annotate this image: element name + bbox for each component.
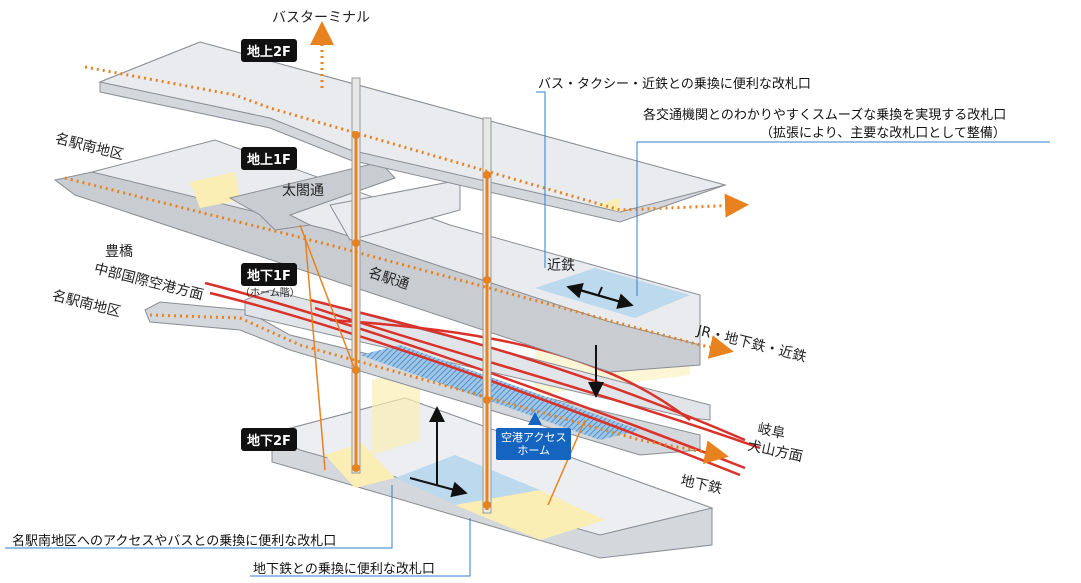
floor-tag-1f: 地上1F (241, 147, 297, 170)
label-taikou-dori: 太閤通 (282, 183, 324, 199)
airport-marker (528, 412, 542, 425)
orange-leaders (299, 224, 586, 506)
pedestrian-routes (64, 21, 749, 465)
floor-tag-b2: 地下2F (241, 428, 297, 451)
floor-tag-b1: 地下1F (241, 263, 297, 286)
b2-gate-shaft (372, 365, 420, 455)
callout-leaders (5, 91, 1050, 577)
callout-meieki-bus: 名駅南地区へのアクセスやバスとの乗換に便利な改札口 (12, 534, 337, 549)
floor-sub-b1: （ホーム階） (240, 288, 300, 299)
label-bus-terminal: バスターミナル (272, 10, 370, 26)
callout-smooth-1: 各交通機関とのわかりやすくスムーズな乗換を実現する改札口 (643, 108, 1007, 123)
airport-access-line2: ホーム (517, 444, 551, 457)
airport-access-badge: 空港アクセス ホーム (496, 428, 572, 460)
movement-arrows (409, 283, 634, 498)
airport-access-line1: 空港アクセス (501, 431, 567, 444)
label-toyohashi: 豊橋 (105, 244, 133, 260)
vertical-columns (351, 77, 492, 514)
label-kintetsu: 近鉄 (547, 258, 575, 274)
route-dots (352, 131, 491, 509)
floor-tag-2f: 地上2F (241, 39, 297, 62)
callout-subway-gate: 地下鉄との乗換に便利な改札口 (253, 562, 435, 577)
callout-smooth-2: （拡張により、主要な改札口として整備） (760, 126, 1006, 141)
callout-bus-taxi: バス・タクシー・近鉄との乗換に便利な改札口 (538, 77, 811, 92)
